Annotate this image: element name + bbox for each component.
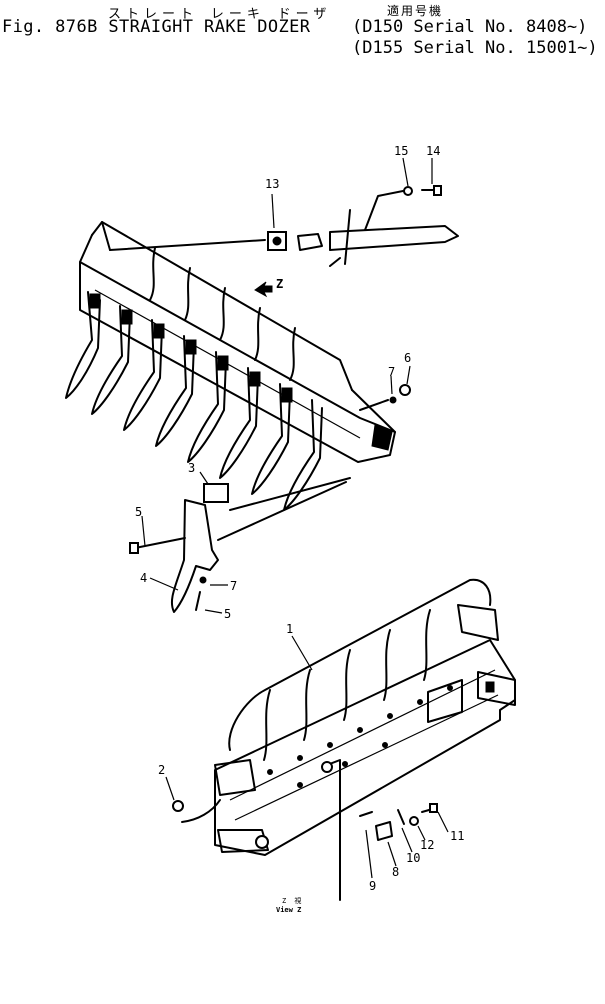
japanese-title: ストレート レーキ ドーザ: [108, 7, 332, 22]
serial-range-d155: (D155 Serial No. 15001~): [352, 38, 598, 58]
upper-guard-rail: [91, 221, 353, 391]
part-8-bushing: [375, 821, 393, 841]
part-3-cover: [203, 483, 229, 503]
callout-11: 11: [450, 829, 464, 843]
part-12-washer: [409, 816, 419, 826]
frame-bolt-holes: [267, 685, 453, 788]
callout-10: 10: [406, 851, 420, 865]
applicable-models-label: 適用号機: [387, 4, 444, 18]
callout-7-upper: 7: [388, 365, 395, 379]
part-4-tine: [170, 499, 219, 613]
part-15-washer: [403, 186, 413, 196]
callout-6: 6: [404, 351, 411, 365]
lower-left-bracket: [217, 829, 269, 853]
view-z-caption: View Z: [276, 906, 302, 914]
shank-exploded: [129, 477, 351, 613]
callout-labels: 15 14 13 6 7 3 5 4 7 5 1 2 9 8 10 12 11: [135, 144, 464, 893]
callout-4: 4: [140, 571, 147, 585]
part-10-spacer: [397, 809, 405, 825]
part-5-bolt-upper: [134, 537, 186, 549]
link-assembly: [109, 185, 459, 267]
callout-7-lower: 7: [230, 579, 237, 593]
lower-frame-assembly: [181, 578, 516, 901]
callout-5-upper: 5: [135, 505, 142, 519]
callout-14: 14: [426, 144, 440, 158]
lower-frame-beam: [214, 639, 516, 856]
upper-rake-assembly: [65, 221, 396, 511]
lower-guard-uprights: [263, 609, 431, 761]
view-z-label: Z: [276, 277, 283, 291]
callout-8: 8: [392, 865, 399, 879]
view-z-arrow: Z: [254, 277, 283, 298]
callout-2: 2: [158, 763, 165, 777]
lower-guard-rail: [228, 578, 492, 751]
callout-3: 3: [188, 461, 195, 475]
callout-9: 9: [369, 879, 376, 893]
callout-12: 12: [420, 838, 434, 852]
figure-title: Fig. 876B STRAIGHT RAKE DOZER: [2, 17, 311, 37]
serial-range-d150: (D150 Serial No. 8408~): [352, 17, 588, 37]
shank-clamps: [89, 293, 293, 403]
part-9-washer: [359, 811, 373, 817]
callout-5-lower: 5: [224, 607, 231, 621]
upper-frame-beam: [79, 261, 396, 463]
part-5-bolt-lower: [195, 591, 201, 611]
part-6-nut: [399, 384, 411, 396]
callout-15: 15: [394, 144, 408, 158]
callout-1: 1: [286, 622, 293, 636]
lower-right-bracket: [477, 671, 516, 706]
part-2-nut: [172, 800, 184, 812]
view-z-caption-jp: Z 視: [282, 897, 304, 905]
upper-guard-uprights: [149, 247, 296, 381]
link-cylinder: [329, 225, 459, 251]
callout-13: 13: [265, 177, 279, 191]
part-7-washer: [389, 396, 397, 404]
